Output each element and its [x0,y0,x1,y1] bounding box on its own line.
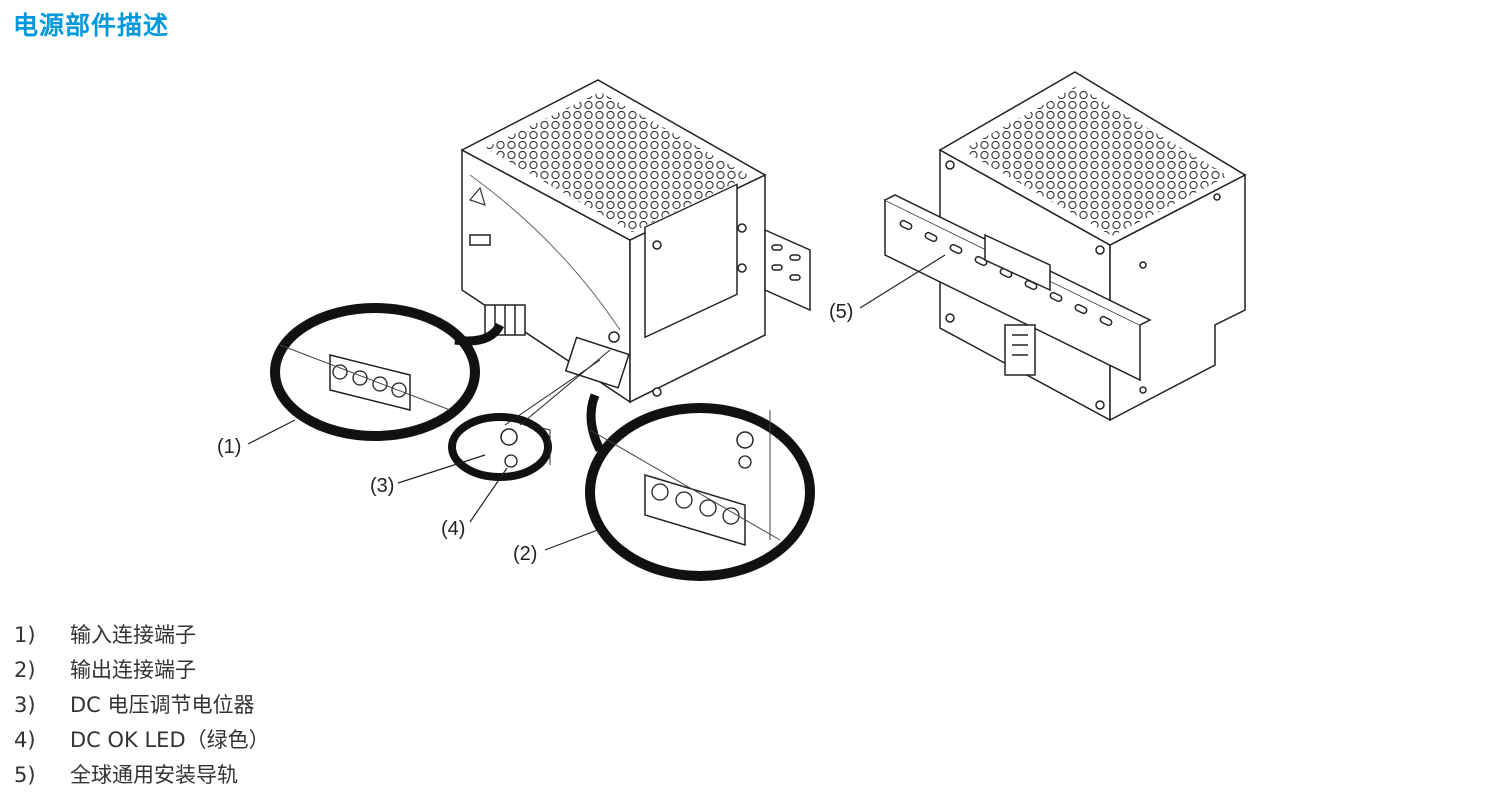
input-zoom-circle [270,303,505,441]
legend-number: 1) [14,623,36,647]
output-terminals [644,473,746,547]
legend-text: DC 电压调节电位器 [70,693,255,717]
adjust-potentiometer-icon [608,331,620,343]
callout-label-5: (5) [829,301,853,323]
screw-icon [652,387,662,397]
legend-item: 2) 输出连接端子 [14,655,270,690]
top-vent-grid [485,92,750,232]
screw-icon [1095,245,1105,255]
screw-icon [1213,193,1221,201]
legend-item: 5) 全球通用安装导轨 [14,760,270,795]
screw-icon [1095,400,1105,410]
back-unit [884,71,1247,422]
din-rail-slots [899,219,1113,327]
legend-text: 输入连接端子 [70,623,196,647]
legend-text: 输出连接端子 [70,658,196,682]
legend-number: 5) [14,763,36,787]
din-rail [884,198,1141,382]
screw-icon [1139,261,1147,269]
legend-number: 4) [14,728,36,752]
callout-label-2: (2) [513,543,537,565]
label-panel [644,183,738,339]
back-top-vent-grid [962,86,1228,236]
screw-icon [945,160,955,170]
screw-icon [652,240,662,250]
screw-icon [1139,386,1147,394]
callout-label-4: (4) [441,518,465,540]
legend-item: 3) DC 电压调节电位器 [14,690,270,725]
output-zoom-circle [585,393,815,581]
legend-text: DC OK LED（绿色） [70,728,270,752]
input-terminals [329,354,411,411]
screw-icon [737,263,747,273]
front-unit [460,79,811,404]
component-legend: 1) 输入连接端子 2) 输出连接端子 3) DC 电压调节电位器 4) DC OK L… [14,620,270,795]
adjust-knob-icon [500,428,518,446]
leader-lines [247,254,946,551]
legend-number: 2) [14,658,36,682]
din-clip [984,233,1051,292]
legend-number: 3) [14,693,36,717]
screw-icon [737,223,747,233]
legend-item: 4) DC OK LED（绿色） [14,725,270,760]
callout-label-3: (3) [370,475,394,497]
din-rail-back [764,228,811,312]
adjust-led-zoom-circle [448,349,611,481]
output-terminal-block [564,336,630,389]
power-supply-diagram: (1) (2) (3) (4) (5) [217,71,1247,581]
page-title: 电源部件描述 [13,11,170,40]
legend-item: 1) 输入连接端子 [14,620,270,655]
legend-text: 全球通用安装导轨 [70,763,238,787]
screw-icon [945,313,955,323]
ce-mark-icon [469,234,491,246]
brand-logo-icon [468,186,486,206]
callout-label-1: (1) [217,436,241,458]
dc-ok-led-icon [504,454,518,468]
din-clip-latch [1004,324,1036,376]
